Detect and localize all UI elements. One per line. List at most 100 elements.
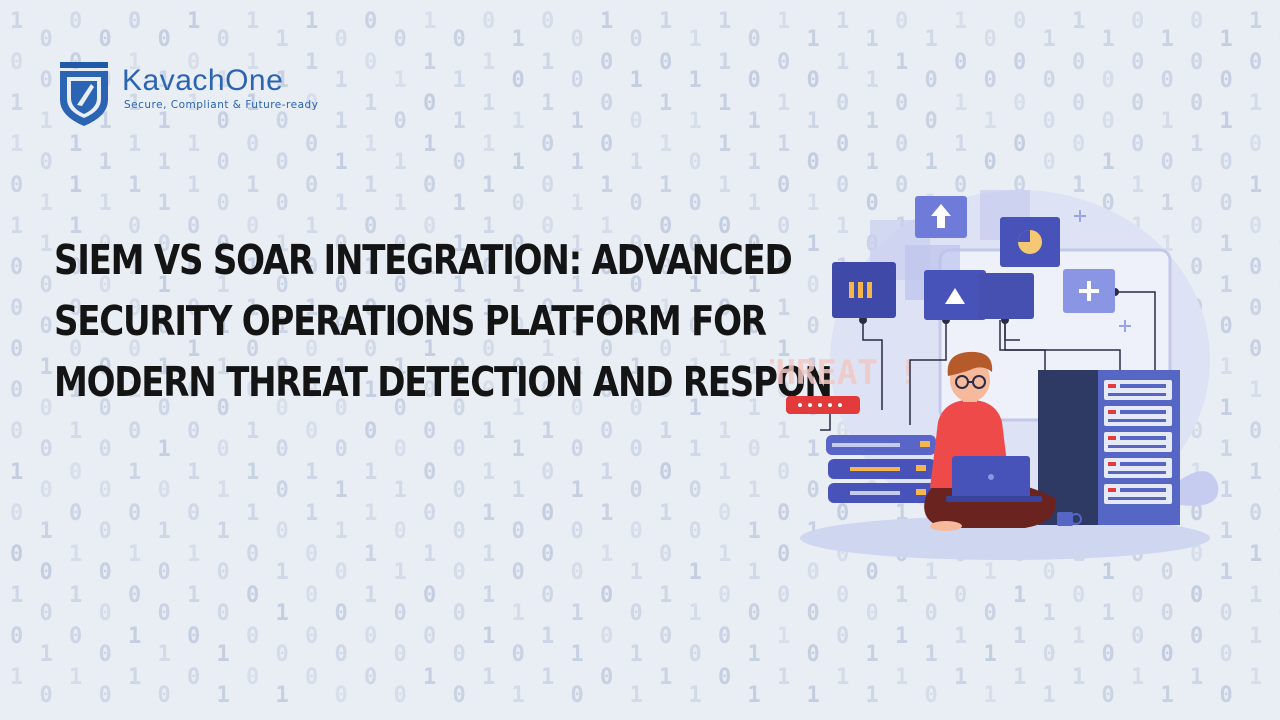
binary-digit: 0 — [512, 232, 525, 257]
binary-digit: 1 — [571, 150, 584, 175]
binary-digit: 0 — [10, 50, 23, 75]
binary-digit: 1 — [630, 150, 643, 175]
binary-digit: 1 — [748, 191, 761, 216]
binary-digit: 0 — [99, 437, 112, 462]
binary-digit: 0 — [1220, 642, 1233, 667]
binary-digit: 1 — [630, 560, 643, 585]
binary-digit: 0 — [1043, 560, 1056, 585]
binary-digit: 0 — [305, 132, 318, 157]
binary-digit: 1 — [217, 683, 230, 708]
binary-digit: 1 — [335, 68, 348, 93]
binary-digit: 0 — [394, 519, 407, 544]
binary-digit: 0 — [335, 232, 348, 257]
binary-digit: 1 — [512, 437, 525, 462]
binary-digit: 0 — [895, 9, 908, 34]
binary-digit: 0 — [128, 296, 141, 321]
sparkle-icons — [1074, 210, 1131, 332]
binary-digit: 0 — [276, 355, 289, 380]
binary-digit: 1 — [158, 355, 171, 380]
binary-digit: 0 — [1249, 132, 1262, 157]
binary-digit: 0 — [600, 50, 613, 75]
binary-digit: 1 — [807, 683, 820, 708]
binary-digit: 0 — [335, 27, 348, 52]
binary-digit: 1 — [571, 314, 584, 339]
binary-digit: 0 — [777, 378, 790, 403]
binary-digit: 1 — [217, 478, 230, 503]
binary-digit: 0 — [453, 478, 466, 503]
binary-digit: 0 — [158, 232, 171, 257]
binary-digit: 0 — [217, 232, 230, 257]
binary-digit: 0 — [364, 9, 377, 34]
binary-digit: 0 — [217, 109, 230, 134]
binary-digit: 1 — [128, 91, 141, 116]
binary-digit: 1 — [1279, 683, 1280, 708]
binary-digit: 0 — [99, 355, 112, 380]
shield-icon — [60, 62, 108, 126]
binary-digit: 0 — [453, 601, 466, 626]
binary-digit: 1 — [777, 296, 790, 321]
binary-digit: 0 — [1131, 91, 1144, 116]
binary-digit: 1 — [128, 378, 141, 403]
binary-digit: 0 — [187, 50, 200, 75]
binary-digit: 0 — [777, 460, 790, 485]
binary-digit: 1 — [69, 132, 82, 157]
binary-digit: 1 — [630, 355, 643, 380]
binary-digit: 0 — [40, 27, 53, 52]
binary-digit: 0 — [541, 501, 554, 526]
binary-digit: 0 — [600, 255, 613, 280]
binary-digit: 0 — [217, 27, 230, 52]
binary-digit: 1 — [954, 132, 967, 157]
binary-digit: 0 — [541, 296, 554, 321]
binary-digit: 0 — [1161, 560, 1174, 585]
binary-digit: 1 — [453, 68, 466, 93]
binary-digit: 0 — [394, 27, 407, 52]
binary-digit: 1 — [364, 255, 377, 280]
binary-digit: 0 — [1013, 50, 1026, 75]
binary-digit: 1 — [128, 50, 141, 75]
binary-digit: 1 — [659, 91, 672, 116]
binary-digit: 1 — [99, 150, 112, 175]
binary-digit: 1 — [246, 419, 259, 444]
binary-digit: 0 — [954, 173, 967, 198]
binary-digit: 0 — [895, 173, 908, 198]
binary-digit: 1 — [1190, 132, 1203, 157]
server-stack-left — [826, 435, 936, 503]
binary-digit: 0 — [1131, 50, 1144, 75]
binary-digit: 0 — [1043, 150, 1056, 175]
binary-digit: 0 — [659, 255, 672, 280]
binary-digit: 1 — [954, 624, 967, 649]
binary-digit: 0 — [335, 437, 348, 462]
binary-digit: 1 — [659, 9, 672, 34]
binary-digit: 0 — [659, 378, 672, 403]
binary-digit: 0 — [99, 642, 112, 667]
binary-digit: 1 — [748, 478, 761, 503]
binary-digit: 1 — [187, 132, 200, 157]
binary-digit: 1 — [541, 419, 554, 444]
binary-digit: 1 — [777, 624, 790, 649]
binary-digit: 0 — [482, 337, 495, 362]
binary-digit: 1 — [158, 273, 171, 298]
binary-digit: 1 — [40, 232, 53, 257]
binary-digit: 0 — [394, 683, 407, 708]
binary-digit: 1 — [217, 642, 230, 667]
binary-digit: 1 — [482, 214, 495, 239]
binary-digit: 1 — [246, 460, 259, 485]
binary-digit: 0 — [453, 519, 466, 544]
binary-digit: 1 — [40, 191, 53, 216]
binary-digit: 0 — [217, 150, 230, 175]
binary-digit: 1 — [925, 642, 938, 667]
binary-digit: 0 — [99, 683, 112, 708]
binary-digit: 0 — [158, 396, 171, 421]
binary-digit: 1 — [1220, 396, 1233, 421]
binary-digit: 0 — [217, 191, 230, 216]
binary-digit: 1 — [512, 478, 525, 503]
binary-digit: 0 — [689, 642, 702, 667]
binary-digit: 0 — [1190, 624, 1203, 649]
binary-digit: 0 — [217, 560, 230, 585]
binary-digit: 0 — [128, 419, 141, 444]
binary-digit: 1 — [1249, 9, 1262, 34]
binary-digit: 0 — [689, 150, 702, 175]
binary-digit: 0 — [128, 583, 141, 608]
server-tower-right — [1038, 370, 1180, 525]
